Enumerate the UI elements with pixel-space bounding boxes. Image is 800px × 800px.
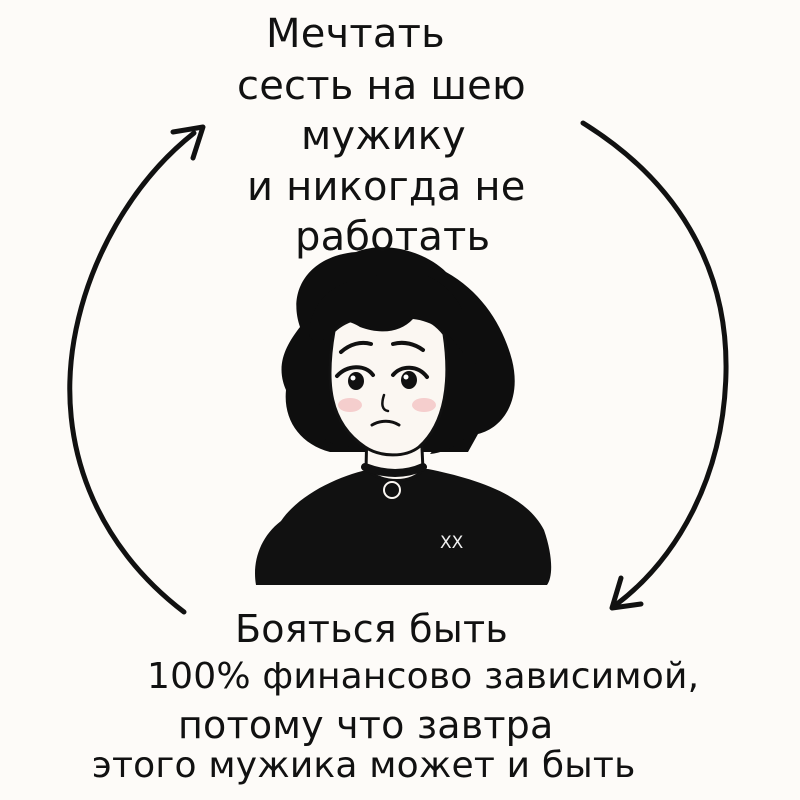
bottom-caption-line-2: 100% финансово зависимой, <box>147 656 700 697</box>
right-eye-highlight <box>403 374 409 380</box>
nose <box>381 393 390 413</box>
top-caption-line-2: сесть на шею <box>237 63 526 109</box>
choker-pendant <box>383 481 401 499</box>
left-eye-highlight <box>350 375 356 381</box>
top-caption-line-4: и никогда не <box>247 164 526 210</box>
left-eye-lid <box>335 365 375 378</box>
bottom-caption-line-3: потому что завтра <box>178 703 554 747</box>
right-blush <box>412 398 436 412</box>
choker <box>361 463 427 477</box>
girl-illustration: XX <box>255 247 552 585</box>
left-cycle-arrow <box>67 130 197 615</box>
shirt-mark: XX <box>440 533 464 553</box>
right-cycle-arrow <box>580 120 729 607</box>
right-eye-icon <box>401 371 417 389</box>
left-eyebrow <box>339 340 373 354</box>
right-arrowhead-icon <box>609 575 644 611</box>
black-shirt <box>255 469 552 585</box>
bottom-caption-line-4: этого мужика может и быть <box>92 745 636 786</box>
top-caption-line-1: Мечтать <box>266 11 445 57</box>
hair-side-left <box>294 334 349 447</box>
hair-bangs <box>309 270 467 353</box>
right-eye-lid <box>391 365 429 379</box>
left-eye-icon <box>348 372 364 390</box>
top-caption-line-5: работать <box>295 214 491 260</box>
left-arrowhead-icon <box>170 124 206 161</box>
hair-side-right <box>430 344 484 454</box>
left-blush <box>338 398 362 412</box>
bottom-caption-line-1: Бояться быть <box>235 607 508 651</box>
sad-mouth <box>370 419 401 427</box>
top-caption-line-3: мужику <box>301 113 466 159</box>
right-eyebrow <box>391 340 425 352</box>
